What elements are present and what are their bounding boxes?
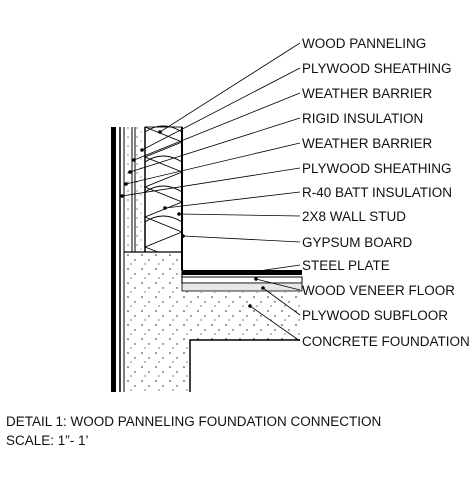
label-steel-plate: STEEL PLATE	[302, 258, 390, 273]
detail-title: DETAIL 1: WOOD PANNELING FOUNDATION CONN…	[6, 414, 382, 429]
batt-insulation	[143, 125, 184, 253]
label-rigid-insulation: RIGID INSULATION	[302, 111, 423, 126]
label-wall-stud: 2X8 WALL STUD	[302, 209, 406, 224]
leader-arrowheads	[120, 130, 265, 308]
floor-assembly	[181, 270, 303, 292]
wall-foundation-section-drawing: WOOD PANNELING PLYWOOD SHEATHING WEATHER…	[111, 36, 470, 392]
label-plywood-sheathing-outer: PLYWOOD SHEATHING	[302, 61, 452, 76]
detail-scale: SCALE: 1”- 1’	[6, 433, 89, 448]
label-plywood-subfloor: PLYWOOD SUBFLOOR	[302, 308, 448, 323]
label-plywood-sheathing-inner: PLYWOOD SHEATHING	[302, 161, 452, 176]
label-wood-panneling: WOOD PANNELING	[302, 36, 426, 51]
label-wood-veneer-floor: WOOD VENEER FLOOR	[302, 283, 455, 298]
label-gypsum-board: GYPSUM BOARD	[302, 235, 413, 250]
label-weather-barrier-outer: WEATHER BARRIER	[302, 86, 433, 101]
label-batt-insulation: R-40 BATT INSULATION	[302, 185, 452, 200]
label-weather-barrier-inner: WEATHER BARRIER	[302, 136, 433, 151]
label-concrete-foundation: CONCRETE FOUNDATION	[302, 334, 470, 349]
leader-lines	[121, 42, 301, 342]
